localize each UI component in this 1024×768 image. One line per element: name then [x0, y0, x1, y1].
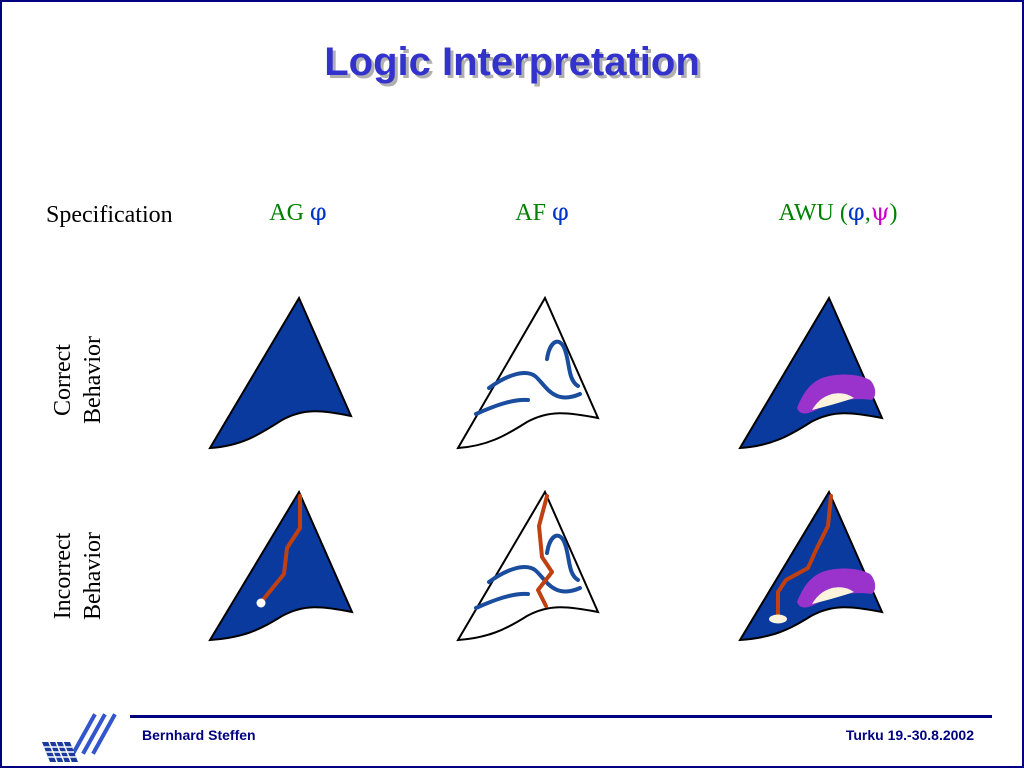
column-heading-af: AF φ — [442, 198, 642, 227]
column-heading-awu: AWU (φ,ψ) — [738, 198, 938, 227]
heading-prefix: AG — [269, 200, 310, 226]
university-grid-logo-icon — [42, 713, 117, 763]
column-heading-ag: AG φ — [198, 198, 398, 227]
tree-ag-correct — [208, 295, 353, 450]
footer-author: Bernhard Steffen — [142, 727, 256, 743]
footer-event: Turku 19.-30.8.2002 — [845, 727, 974, 743]
heading-prefix: AWU ( — [778, 200, 848, 226]
state-dot-icon — [256, 598, 266, 608]
tree-af-incorrect — [456, 489, 600, 642]
state-dot-icon — [769, 614, 787, 624]
phi-symbol: φ — [551, 198, 569, 226]
phi-symbol: φ — [847, 198, 865, 226]
tree-awu-correct — [738, 295, 884, 450]
tree-af-correct — [456, 295, 600, 450]
heading-suffix: ) — [889, 200, 898, 226]
footer-divider — [130, 715, 992, 718]
psi-symbol: ψ — [870, 198, 890, 226]
tree-awu-incorrect — [738, 489, 884, 642]
heading-prefix: AF — [515, 200, 552, 226]
tree-ag-incorrect — [208, 489, 354, 642]
heading-comma: , — [864, 200, 871, 226]
slide-title: Logic Interpretation — [324, 40, 700, 84]
phi-symbol: φ — [309, 198, 327, 226]
specification-label: Specification — [46, 202, 173, 228]
